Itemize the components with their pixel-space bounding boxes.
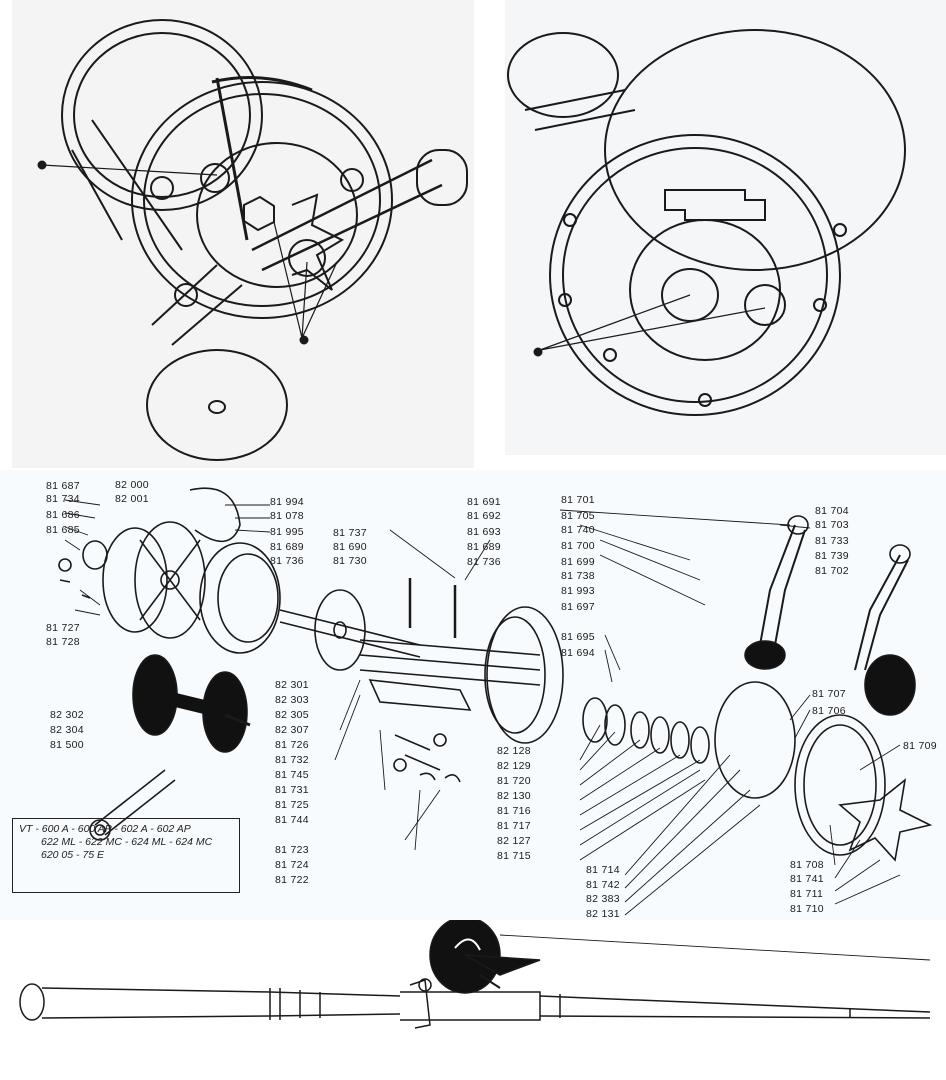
callout-82128: 82 128: [497, 745, 531, 757]
callout-81716: 81 716: [497, 805, 531, 817]
callout-81733: 81 733: [815, 535, 849, 547]
callout-81736-b: 81 736: [467, 556, 501, 568]
callout-81690: 81 690: [333, 541, 367, 553]
callout-81708: 81 708: [790, 859, 824, 871]
callout-81689: 81 689: [270, 541, 304, 553]
callout-82130: 82 130: [497, 790, 531, 802]
callout-81707: 81 707: [812, 688, 846, 700]
callout-82305: 82 305: [275, 709, 309, 721]
callout-81703: 81 703: [815, 519, 849, 531]
callout-81702: 81 702: [815, 565, 849, 577]
rod-drawing: [0, 920, 946, 1080]
callout-81692: 81 692: [467, 510, 501, 522]
callout-81709: 81 709: [903, 740, 937, 752]
callout-81741: 81 741: [790, 873, 824, 885]
callout-81726: 81 726: [275, 739, 309, 751]
callout-81687: 81 687: [46, 480, 80, 492]
callout-81706: 81 706: [812, 705, 846, 717]
callout-81724: 81 724: [275, 859, 309, 871]
callout-81694: 81 694: [561, 647, 595, 659]
callout-81993: 81 993: [561, 585, 595, 597]
callout-82301: 82 301: [275, 679, 309, 691]
callout-81737: 81 737: [333, 527, 367, 539]
callout-81693: 81 693: [467, 526, 501, 538]
callout-81722: 81 722: [275, 874, 309, 886]
callout-81078: 81 078: [270, 510, 304, 522]
callout-81994: 81 994: [270, 496, 304, 508]
callout-81699: 81 699: [561, 556, 595, 568]
callout-81697: 81 697: [561, 601, 595, 613]
callout-82127: 82 127: [497, 835, 531, 847]
callout-81744: 81 744: [275, 814, 309, 826]
callout-81736: 81 736: [270, 555, 304, 567]
callout-81711: 81 711: [790, 888, 824, 900]
rod-illustration: [0, 920, 946, 1080]
callout-81710: 81 710: [790, 903, 824, 915]
callout-81995: 81 995: [270, 526, 304, 538]
callout-81700: 81 700: [561, 540, 595, 552]
callout-81742: 81 742: [586, 879, 620, 891]
callout-82304: 82 304: [50, 724, 84, 736]
callout-82000: 82 000: [115, 479, 149, 491]
callout-81725: 81 725: [275, 799, 309, 811]
model-line-3: 620 05 - 75 E: [41, 849, 105, 861]
callout-81720: 81 720: [497, 775, 531, 787]
callout-82307: 82 307: [275, 724, 309, 736]
callout-82129: 82 129: [497, 760, 531, 772]
callout-81728: 81 728: [46, 636, 80, 648]
reel-left-drawing: [12, 0, 474, 468]
callout-82131: 82 131: [586, 908, 620, 920]
model-line-2: 622 ML - 622 MC - 624 ML - 624 MC: [41, 836, 213, 848]
callout-82383: 82 383: [586, 893, 620, 905]
callout-81731: 81 731: [275, 784, 309, 796]
reel-right-drawing: [505, 0, 946, 455]
callout-81717: 81 717: [497, 820, 531, 832]
callout-81745: 81 745: [275, 769, 309, 781]
callout-81500: 81 500: [50, 739, 84, 751]
callout-81691: 81 691: [467, 496, 501, 508]
reel-oiling-view-right: [505, 0, 946, 455]
model-compatibility-box: VT - 600 A - 600 AP - 602 A - 602 AP 622…: [12, 818, 240, 893]
reel-oiling-view-left: [12, 0, 474, 468]
callout-81689-b: 81 689: [467, 541, 501, 553]
callout-81739: 81 739: [815, 550, 849, 562]
callout-81686: 81 686: [46, 509, 80, 521]
callout-81738: 81 738: [561, 570, 595, 582]
callout-81734: 81 734: [46, 493, 80, 505]
callout-81685: 81 685: [46, 524, 80, 536]
callout-81727: 81 727: [46, 622, 80, 634]
callout-81723: 81 723: [275, 844, 309, 856]
callout-82302: 82 302: [50, 709, 84, 721]
callout-81715: 81 715: [497, 850, 531, 862]
callout-81695: 81 695: [561, 631, 595, 643]
callout-81701: 81 701: [561, 494, 595, 506]
callout-81730: 81 730: [333, 555, 367, 567]
callout-81714: 81 714: [586, 864, 620, 876]
callout-81740: 81 740: [561, 524, 595, 536]
callout-82001: 82 001: [115, 493, 149, 505]
callout-82303: 82 303: [275, 694, 309, 706]
model-line-1: VT - 600 A - 600 AP - 602 A - 602 AP: [19, 823, 191, 835]
callout-81732: 81 732: [275, 754, 309, 766]
exploded-parts-drawing: [0, 470, 946, 920]
callout-81704: 81 704: [815, 505, 849, 517]
exploded-parts-diagram: [0, 470, 946, 920]
callout-81705: 81 705: [561, 510, 595, 522]
